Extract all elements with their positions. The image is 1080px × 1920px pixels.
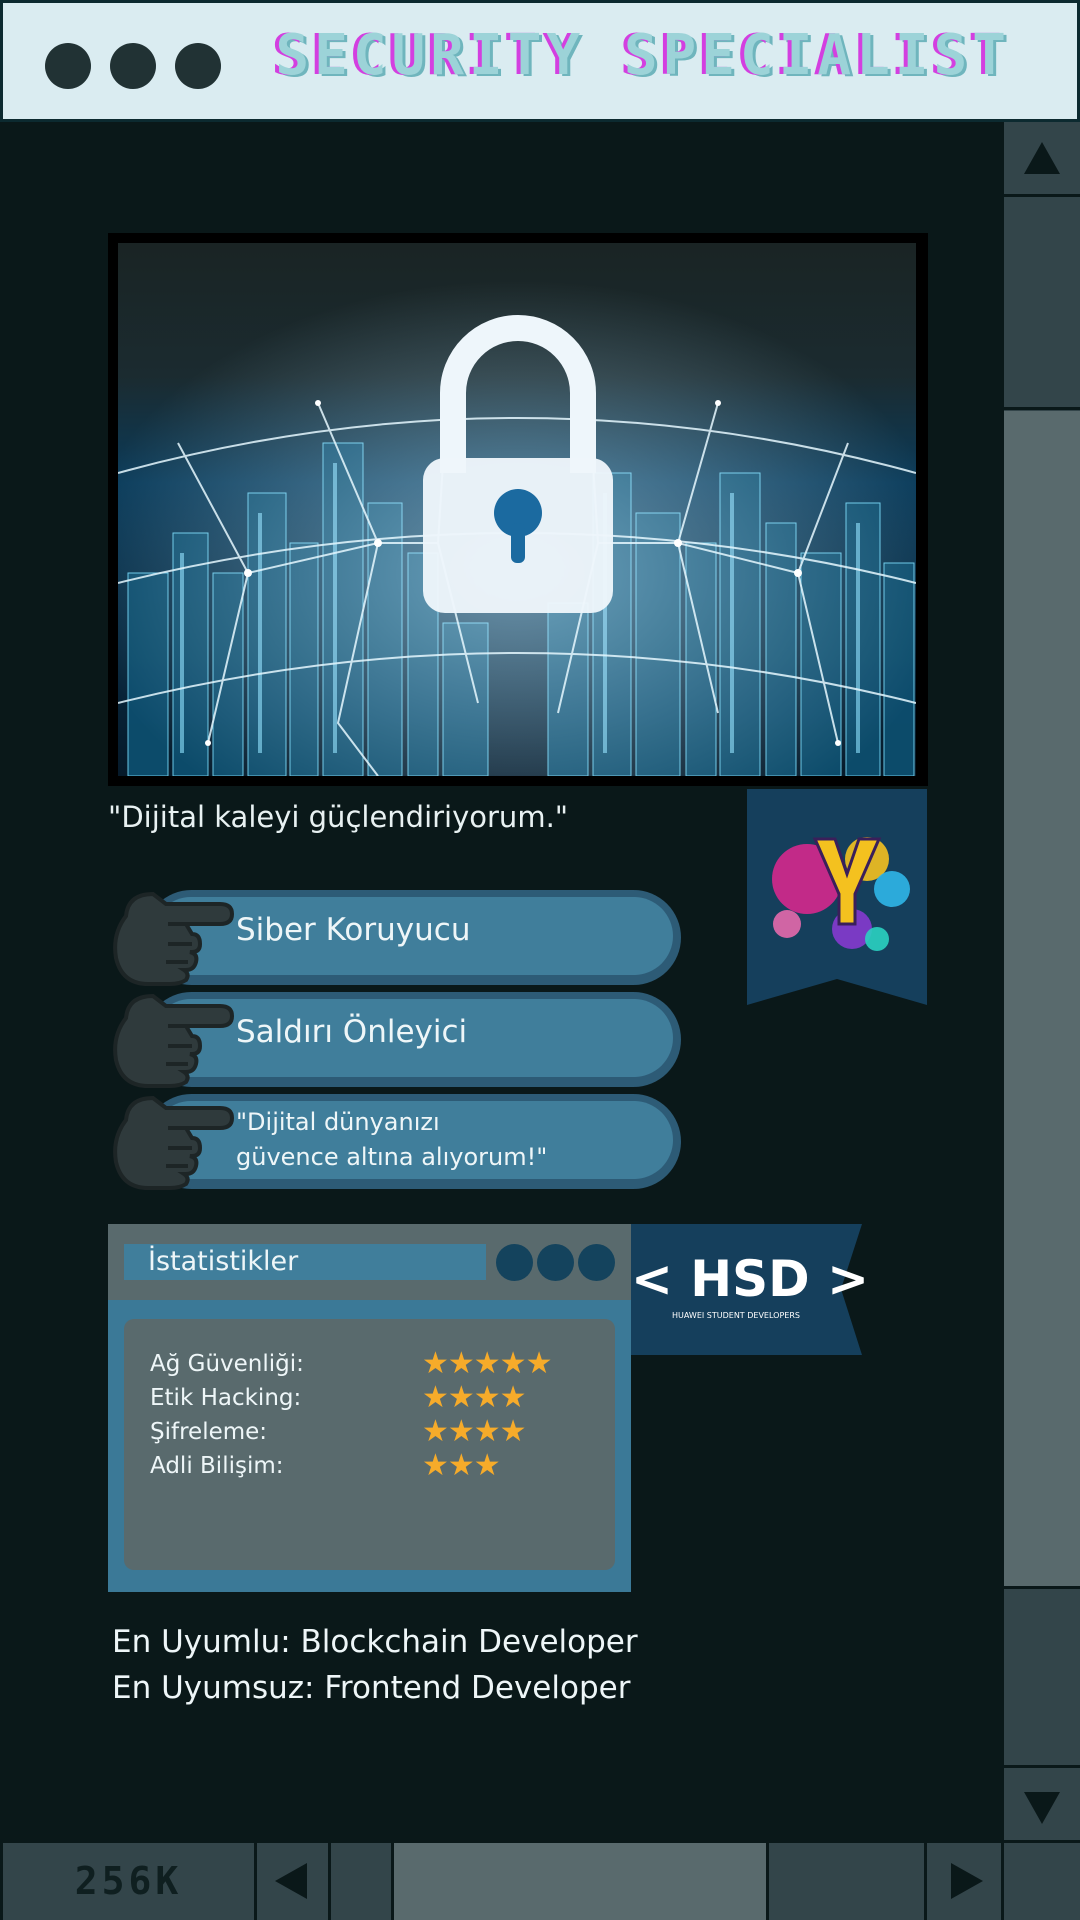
horizontal-scroll-track-left[interactable] <box>331 1843 394 1920</box>
window-control-1[interactable] <box>45 43 91 89</box>
star-rating: ★★★ <box>422 1448 501 1483</box>
stats-window-control-3[interactable] <box>578 1244 615 1281</box>
hsd-ribbon-shape <box>631 1224 862 1355</box>
size-label: 256K <box>74 1859 183 1903</box>
role-label: Siber Koruyucu <box>236 912 471 948</box>
stats-window-control-1[interactable] <box>496 1244 533 1281</box>
stat-label: Etik Hacking: <box>150 1385 302 1411</box>
stats-window-control-2[interactable] <box>537 1244 574 1281</box>
vertical-scroll-thumb[interactable] <box>1004 411 1080 1589</box>
best-match-text: En Uyumlu: Blockchain Developer <box>112 1624 638 1660</box>
stat-row: Şifreleme: ★★★★ <box>150 1415 610 1449</box>
hsd-subtitle: HUAWEI STUDENT DEVELOPERS <box>672 1311 800 1320</box>
arrow-down-icon <box>1024 1792 1060 1824</box>
role-label-line1: "Dijital dünyanızı <box>236 1108 440 1136</box>
window-control-3[interactable] <box>175 43 221 89</box>
window-control-2[interactable] <box>110 43 156 89</box>
pill-inner <box>152 1101 673 1179</box>
hero-image-frame <box>108 233 928 786</box>
star-rating: ★★★★ <box>422 1380 527 1415</box>
scroll-track-top[interactable] <box>1004 200 1080 410</box>
role-label: "Dijital dünyanızı güvence altına alıyor… <box>236 1105 547 1175</box>
stats-window: İstatistikler Ağ Güvenliği: ★★★★★ Etik H… <box>108 1224 631 1592</box>
role-pill-saldiri-onleyici[interactable]: Saldırı Önleyici <box>144 992 681 1087</box>
window-title: SECURITY SPECIALIST <box>275 23 1011 88</box>
scroll-track-bottom[interactable] <box>1004 1592 1080 1765</box>
stat-row: Etik Hacking: ★★★★ <box>150 1381 610 1415</box>
lock-over-city-network-image <box>118 243 916 776</box>
title-bar: SECURITY SPECIALIST <box>0 0 1080 122</box>
worst-match-text: En Uyumsuz: Frontend Developer <box>112 1670 631 1706</box>
pointing-hand-icon <box>113 1095 235 1190</box>
horizontal-scroll-thumb[interactable] <box>394 1843 769 1920</box>
bottom-bar: 256K <box>0 1840 1080 1920</box>
pill-inner <box>152 999 673 1077</box>
role-pill-slogan[interactable]: "Dijital dünyanızı güvence altına alıyor… <box>144 1094 681 1189</box>
hsd-badge: < HSD > HUAWEI STUDENT DEVELOPERS <box>631 1224 869 1355</box>
y-splash-logo-icon <box>747 789 927 1005</box>
stats-body: Ağ Güvenliği: ★★★★★ Etik Hacking: ★★★★ Ş… <box>124 1319 615 1570</box>
horizontal-scroll-track-right[interactable] <box>769 1843 927 1920</box>
stats-title: İstatistikler <box>148 1246 299 1277</box>
star-rating: ★★★★★ <box>422 1346 552 1381</box>
star-rating: ★★★★ <box>422 1414 527 1449</box>
scroll-down-button[interactable] <box>1004 1765 1080 1840</box>
hsd-logo: < HSD > <box>631 1250 869 1308</box>
arrow-right-icon <box>951 1863 983 1899</box>
pill-inner <box>152 897 673 975</box>
vertical-scrollbar[interactable] <box>1004 122 1080 1840</box>
stat-row: Adli Bilişim: ★★★ <box>150 1449 610 1483</box>
stat-label: Ağ Güvenliği: <box>150 1351 304 1377</box>
role-pill-siber-koruyucu[interactable]: Siber Koruyucu <box>144 890 681 985</box>
size-indicator: 256K <box>0 1843 257 1920</box>
scrollbar-corner <box>1004 1843 1080 1920</box>
stats-header: İstatistikler <box>108 1224 631 1300</box>
role-label: Saldırı Önleyici <box>236 1014 468 1050</box>
stat-label: Şifreleme: <box>150 1419 268 1445</box>
pointing-hand-icon <box>113 993 235 1088</box>
scroll-right-button[interactable] <box>927 1843 1004 1920</box>
stat-label: Adli Bilişim: <box>150 1453 284 1479</box>
arrow-up-icon <box>1024 142 1060 174</box>
stat-row: Ağ Güvenliği: ★★★★★ <box>150 1347 610 1381</box>
arrow-left-icon <box>275 1863 307 1899</box>
quote-text: "Dijital kaleyi güçlendiriyorum." <box>108 800 569 834</box>
scroll-up-button[interactable] <box>1004 122 1080 197</box>
role-label-line2: güvence altına alıyorum!" <box>236 1143 548 1171</box>
pointing-hand-icon <box>113 891 235 986</box>
stats-title-bar <box>124 1244 486 1280</box>
scroll-left-button[interactable] <box>257 1843 331 1920</box>
title-bar-inner: SECURITY SPECIALIST <box>3 3 1077 119</box>
